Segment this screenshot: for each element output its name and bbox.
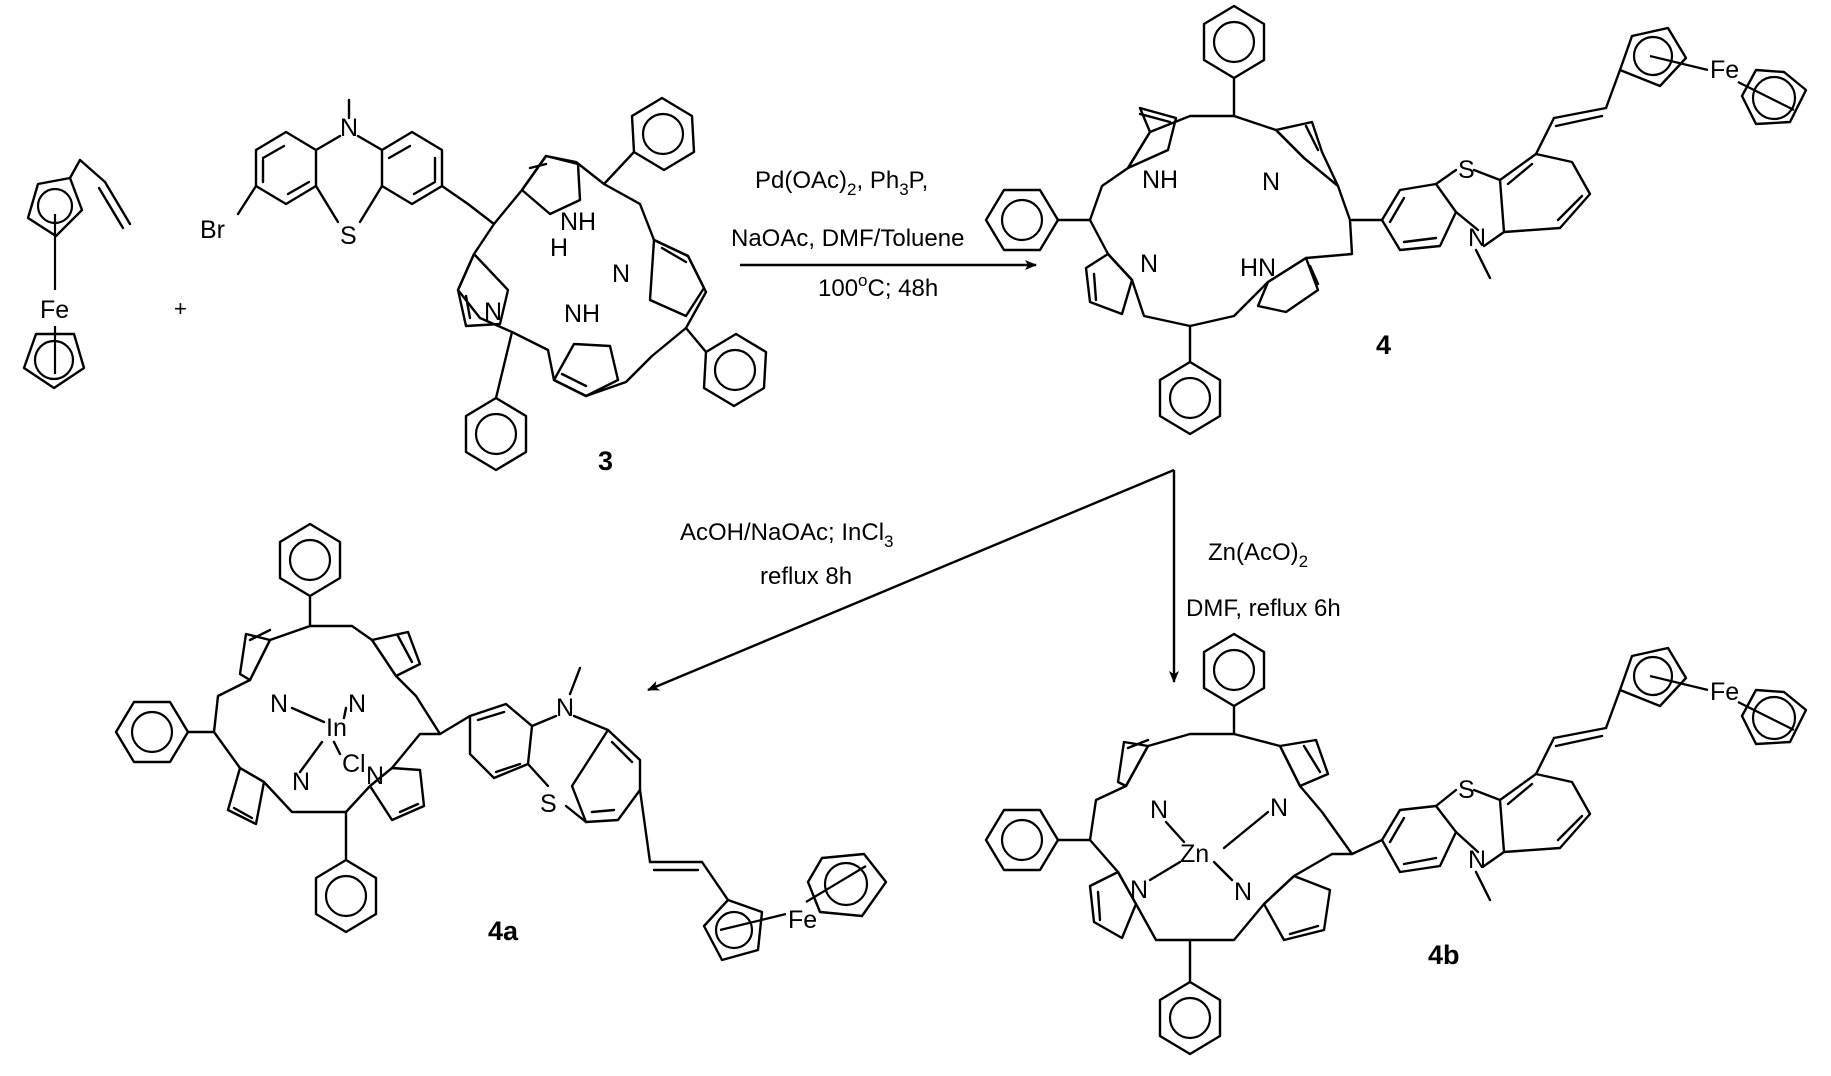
condition-text: AcOH/NaOAc; InCl: [680, 519, 884, 546]
condition-subscript: 3: [899, 180, 908, 199]
svg-text:Zn(AcO)2: Zn(AcO)2: [1208, 539, 1308, 571]
condition-text: 100: [818, 275, 858, 302]
compound-3: N S Br NH H N N NH 3: [200, 96, 768, 476]
s-atom: S: [340, 222, 357, 250]
condition-text: P,: [909, 167, 929, 194]
condition-text: DMF, reflux 6h: [1186, 595, 1341, 622]
s-atom: S: [1458, 776, 1475, 804]
n-atom: N: [1234, 878, 1252, 906]
fe-atom: Fe: [1710, 678, 1739, 706]
nh-atom: NH: [564, 300, 600, 328]
fe-atom: Fe: [788, 906, 817, 934]
n-atom: N: [1468, 224, 1486, 252]
cl-atom: Cl: [342, 750, 366, 778]
svg-text:AcOH/NaOAc; InCl3: AcOH/NaOAc; InCl3: [680, 519, 894, 551]
nh-atom: NH: [1142, 166, 1178, 194]
condition-subscript: 3: [884, 532, 893, 551]
compound-label: 3: [598, 446, 613, 476]
fe-atom: Fe: [1710, 56, 1739, 84]
compound-label: 4: [1376, 330, 1391, 360]
conditions-step1: Pd(OAc)2, Ph3P, NaOAc, DMF/Toluene 100oC…: [731, 167, 964, 302]
nh-h-atom: H: [550, 234, 568, 262]
n-atom: N: [1262, 168, 1280, 196]
n-atom: N: [292, 768, 310, 796]
s-atom: S: [540, 790, 557, 818]
condition-subscript: 2: [1299, 552, 1308, 571]
s-atom: S: [1458, 156, 1475, 184]
svg-text:Pd(OAc)2, Ph3P,: Pd(OAc)2, Ph3P,: [755, 167, 928, 199]
n-atom: N: [612, 260, 630, 288]
n-atom: N: [1270, 794, 1288, 822]
condition-superscript: o: [858, 271, 867, 290]
compound-4b: N N N N Zn S N: [984, 632, 1808, 1056]
n-atom: N: [1140, 250, 1158, 278]
n-atom: N: [484, 298, 502, 326]
nh-atom: NH: [560, 208, 596, 236]
condition-text: NaOAc, DMF/Toluene: [731, 225, 964, 252]
n-atom: N: [348, 690, 366, 718]
svg-text:100oC; 48h: 100oC; 48h: [818, 271, 938, 302]
n-atom: N: [340, 114, 358, 142]
condition-text: Zn(AcO): [1208, 539, 1299, 566]
conditions-step2a: AcOH/NaOAc; InCl3 reflux 8h: [680, 519, 894, 590]
zn-atom: Zn: [1180, 840, 1209, 868]
conditions-step2b: Zn(AcO)2 DMF, reflux 6h: [1186, 539, 1341, 622]
n-atom: N: [556, 694, 574, 722]
n-atom: N: [270, 690, 288, 718]
compound-label: 4b: [1428, 940, 1460, 970]
condition-text: , Ph: [856, 167, 899, 194]
n-atom: N: [366, 762, 384, 790]
hn-atom: HN: [1240, 254, 1276, 282]
br-atom: Br: [200, 216, 225, 244]
reaction-arrow-in: [647, 468, 1175, 692]
compound-4: NH N N HN S N Fe: [984, 4, 1808, 436]
in-atom: In: [326, 714, 347, 742]
vinylferrocene: Fe: [22, 158, 132, 390]
plus-sign: +: [174, 296, 187, 321]
n-atom: N: [1130, 876, 1148, 904]
compound-4a: N N N N In Cl N S: [114, 522, 888, 962]
condition-text: Pd(OAc): [755, 167, 847, 194]
n-atom: N: [1468, 846, 1486, 874]
condition-text: C; 48h: [868, 275, 939, 302]
n-atom: N: [1150, 796, 1168, 824]
compound-label: 4a: [488, 916, 519, 946]
condition-subscript: 2: [847, 180, 856, 199]
condition-text: reflux 8h: [760, 563, 852, 590]
fe-atom: Fe: [40, 296, 69, 324]
